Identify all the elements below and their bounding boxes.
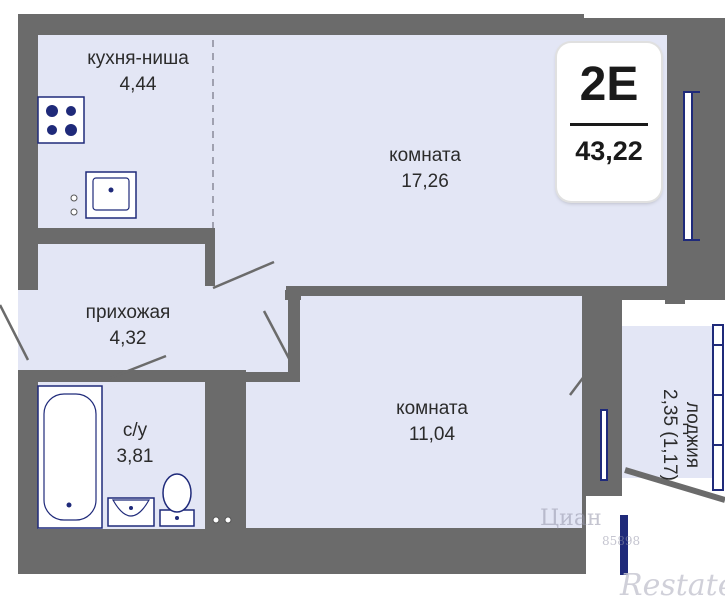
- loggia-label: лоджия 2,35 (1,17): [657, 375, 703, 495]
- window: [600, 409, 608, 481]
- room-area: 2,35 (1,17): [659, 389, 681, 481]
- hallway-label: прихожая 4,32: [58, 300, 198, 351]
- room-small-floor: [246, 296, 582, 528]
- room-small-label: комната 11,04: [362, 396, 502, 447]
- right-wall: [665, 14, 685, 304]
- apartment-type: 2Е: [579, 58, 639, 111]
- room-area: 4,44: [119, 73, 157, 95]
- window: [683, 91, 693, 241]
- room-name: прихожая: [85, 302, 171, 323]
- window: [712, 324, 724, 491]
- partition-wall: [38, 228, 213, 244]
- room-area: 11,04: [408, 423, 456, 445]
- door-swing: [212, 260, 275, 290]
- room-area: 4,32: [109, 327, 147, 349]
- room-name: комната: [389, 145, 461, 166]
- watermark-brand: Циан: [540, 506, 602, 531]
- room-name: кухня-ниша: [87, 48, 189, 69]
- watermark-site: Restate: [620, 568, 725, 603]
- kitchen-label: кухня-ниша 4,44: [58, 46, 218, 97]
- watermark: Циан 85898 Restate: [540, 500, 725, 608]
- loggia-floor: [621, 326, 720, 478]
- room-name: с/у: [122, 420, 148, 441]
- room-name: комната: [396, 398, 468, 419]
- total-area: 43,22: [575, 136, 643, 166]
- apartment-type-badge: 2Е 43,22: [557, 43, 661, 201]
- bathroom-sink-icon: [107, 497, 155, 527]
- riser-icon: [70, 194, 78, 202]
- room-area: 17,26: [401, 170, 449, 192]
- bathroom-label: с/у 3,81: [90, 418, 180, 469]
- badge-divider: [570, 123, 648, 126]
- room-area: 3,81: [116, 445, 154, 467]
- room-name: лоджия: [682, 401, 703, 469]
- stove-icon: [37, 96, 85, 144]
- room-large-label: комната 17,26: [355, 143, 495, 194]
- watermark-id: 85898: [602, 534, 641, 548]
